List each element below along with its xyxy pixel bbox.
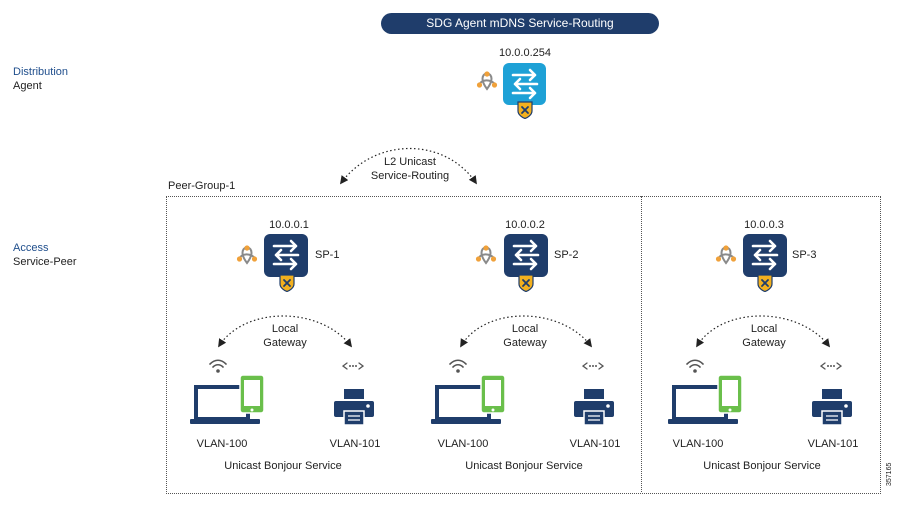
sp1-node-icon	[236, 244, 258, 264]
sp1-gateway-arrow	[218, 315, 353, 348]
sp3-wifi-icon	[686, 359, 704, 374]
l2-label-line1: L2 Unicast	[384, 156, 436, 168]
sp1-ip: 10.0.0.1	[269, 219, 309, 231]
sp2-service: Unicast Bonjour Service	[465, 460, 583, 472]
sp3-switch-icon	[743, 234, 787, 277]
sp1-ethernet-icon	[342, 362, 364, 370]
access-label-line2: Service-Peer	[13, 256, 77, 268]
sp1-switch-icon	[264, 234, 308, 277]
l2-unicast-arrow	[340, 147, 477, 185]
sp2-shield-icon	[518, 274, 534, 292]
access-label-line1: Access	[13, 242, 49, 254]
sp3-service: Unicast Bonjour Service	[703, 460, 821, 472]
sp2-name: SP-2	[554, 249, 579, 261]
sp1-vlan-101: VLAN-101	[329, 438, 381, 450]
sp1-shield-icon	[279, 274, 295, 292]
sp3-vlan-100: VLAN-100	[672, 438, 724, 450]
distribution-node-icon	[476, 70, 498, 90]
sp3-ethernet-icon	[820, 362, 842, 370]
sp2-ip: 10.0.0.2	[505, 219, 545, 231]
sp3-gateway-arrow	[696, 315, 831, 348]
distribution-label-line1: Distribution	[13, 66, 69, 78]
region-divider	[641, 196, 642, 492]
sp1-laptop-phone-icon	[190, 375, 266, 425]
sp2-wifi-icon	[449, 359, 467, 374]
diagram-title: SDG Agent mDNS Service-Routing	[381, 13, 659, 34]
peer-group-label: Peer-Group-1	[168, 180, 236, 192]
sp1-name: SP-1	[315, 249, 340, 261]
distribution-agent-label: Distribution Agent	[13, 65, 68, 93]
sp3-name: SP-3	[792, 249, 817, 261]
sp3-gateway-line1: Local	[750, 323, 778, 335]
sp1-vlan-100: VLAN-100	[196, 438, 248, 450]
distribution-ip: 10.0.0.254	[499, 47, 551, 59]
distribution-shield-icon	[517, 101, 533, 119]
sp2-ethernet-icon	[582, 362, 604, 370]
sp1-gateway-line1: Local	[271, 323, 299, 335]
sp3-vlan-101: VLAN-101	[807, 438, 859, 450]
sp2-gateway-line1: Local	[511, 323, 539, 335]
distribution-label-line2: Agent	[13, 80, 42, 92]
sp2-vlan-101: VLAN-101	[569, 438, 621, 450]
sp2-gateway-arrow	[460, 315, 593, 348]
sp3-printer-icon	[812, 389, 852, 425]
sp3-node-icon	[715, 244, 737, 264]
sp2-laptop-phone-icon	[431, 375, 507, 425]
sp3-laptop-phone-icon	[668, 375, 744, 425]
sp2-vlan-100: VLAN-100	[437, 438, 489, 450]
sp2-node-icon	[475, 244, 497, 264]
sp1-wifi-icon	[209, 359, 227, 374]
peer-group-region	[166, 196, 881, 494]
access-service-peer-label: Access Service-Peer	[13, 241, 77, 269]
sp1-printer-icon	[334, 389, 374, 425]
sp3-ip: 10.0.0.3	[744, 219, 784, 231]
sp2-printer-icon	[574, 389, 614, 425]
sp2-switch-icon	[504, 234, 548, 277]
sp3-shield-icon	[757, 274, 773, 292]
sp1-service: Unicast Bonjour Service	[224, 460, 342, 472]
distribution-switch-icon	[503, 63, 546, 105]
